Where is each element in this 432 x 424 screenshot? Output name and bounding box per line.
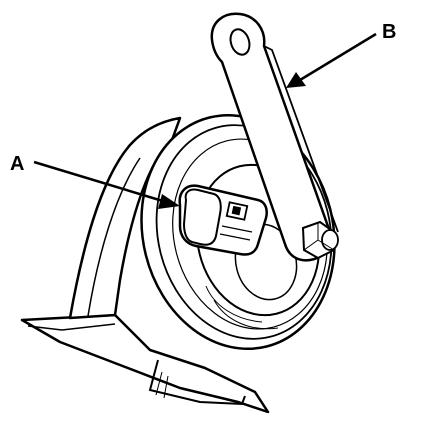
leader-arrowhead-b [286,72,306,88]
connector-ribs [219,225,253,241]
flange-lower-block [148,359,246,406]
leader-arrowhead-a [158,194,180,209]
flange-lower-shade [155,371,169,399]
connector-latch-slot [231,205,242,216]
nut [301,220,339,260]
nut-faces [303,222,335,251]
callout-b: B [286,21,396,88]
horn-housing-rim [155,124,333,340]
support-wall-edge [87,157,141,317]
diaphragm-shading [205,285,279,330]
leader-line-b [299,32,377,82]
callout-a: A [10,153,180,209]
electrical-connector [178,184,268,256]
connector-front-face [182,188,222,246]
bracket-edge [263,45,339,233]
label-b: B [382,21,396,43]
leader-line-a [33,160,167,204]
label-a: A [10,153,24,175]
bracket-mounting-hole [229,28,251,56]
flange-edge [27,323,116,331]
